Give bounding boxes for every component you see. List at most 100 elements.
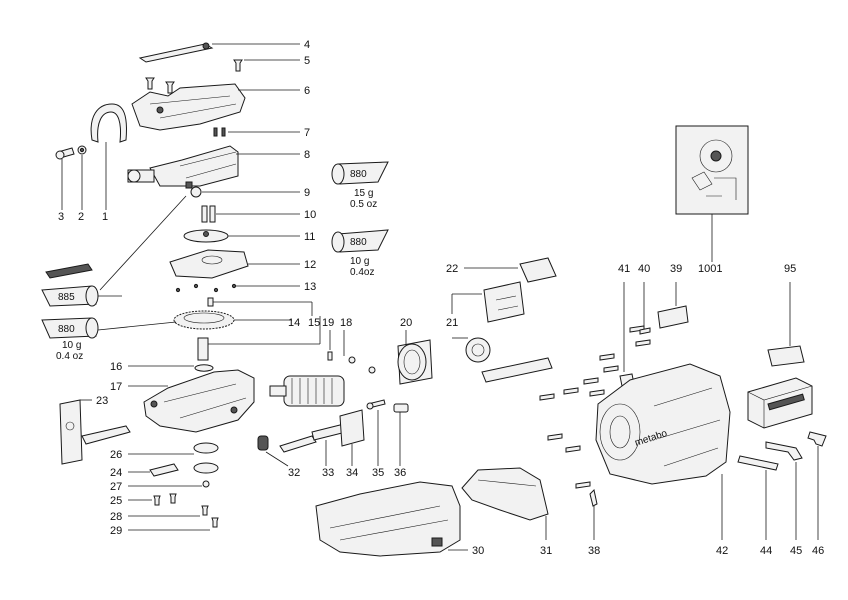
callout-1001: 1001	[698, 263, 722, 275]
callout-38: 38	[588, 545, 600, 557]
callout-26: 26	[110, 449, 122, 461]
part-4-strip	[138, 42, 214, 63]
callout-35: 35	[372, 467, 384, 479]
grease-tube-b-code: 880	[350, 237, 367, 248]
grease-tube-b-amount: 10 g	[350, 256, 369, 267]
part-29-screw	[211, 517, 219, 528]
callout-18: 18	[340, 317, 352, 329]
callout-30: 30	[472, 545, 484, 557]
callout-24: 24	[110, 467, 122, 479]
callout-45: 45	[790, 545, 802, 557]
part-28-screw	[201, 505, 209, 516]
grease-tube-c: 885	[41, 263, 122, 307]
part-33-lever	[279, 423, 347, 453]
callout-3: 3	[58, 211, 64, 223]
callout-41: 41	[618, 263, 630, 275]
callout-19: 19	[322, 317, 334, 329]
grease-tube-c-code: 885	[58, 292, 75, 303]
part-6-gear-cover	[131, 83, 246, 131]
callout-7: 7	[304, 127, 310, 139]
callout-14: 14	[288, 317, 300, 329]
part-35-screws	[366, 399, 386, 410]
callout-42: 42	[716, 545, 728, 557]
callout-36: 36	[394, 467, 406, 479]
part-12-guide-plate	[169, 249, 249, 279]
callout-17: 17	[110, 381, 122, 393]
part-30-main-housing	[315, 481, 461, 557]
part-22-trigger	[519, 257, 557, 283]
part-1-blade-clamp-lever	[90, 103, 127, 143]
part-46-clip	[807, 431, 827, 447]
part-3-bolt	[55, 147, 75, 160]
callout-25: 25	[110, 495, 122, 507]
callout-23: 23	[96, 395, 108, 407]
part-10-pins	[201, 205, 216, 223]
part-2-washer	[77, 145, 87, 155]
callout-22: 22	[446, 263, 458, 275]
grease-tube-a-code: 880	[350, 169, 367, 180]
grease-tube-d-code: 880	[58, 324, 75, 335]
part-11-cam-disc	[183, 229, 229, 243]
part-18-fan	[348, 356, 376, 374]
callout-95: 95	[784, 263, 796, 275]
grease-tube-d: 880 10 g 0.4 oz	[41, 317, 177, 362]
part-39-pad	[657, 305, 689, 329]
part-27-washer	[202, 480, 210, 488]
callout-46: 46	[812, 545, 824, 557]
grease-tube-a-amount: 15 g	[354, 188, 373, 199]
part-42-motor-housing: metabo	[595, 363, 731, 485]
part-21-switch	[465, 281, 553, 383]
part-7-pins	[213, 127, 226, 137]
callout-11: 11	[304, 231, 315, 243]
grease-tube-d-amount-alt: 0.4 oz	[56, 351, 83, 362]
callout-28: 28	[110, 511, 122, 523]
battery-pack	[747, 377, 813, 429]
callout-2: 2	[78, 211, 84, 223]
grease-tube-b-amount-alt: 0.4oz	[350, 267, 374, 278]
callout-33: 33	[322, 467, 334, 479]
part-shaft	[197, 337, 320, 361]
part-9-bearing	[185, 181, 202, 198]
callout-40: 40	[638, 263, 650, 275]
callout-39: 39	[670, 263, 682, 275]
callout-27: 27	[110, 481, 122, 493]
callout-15: 15	[308, 317, 320, 329]
part-25-screws	[153, 493, 177, 506]
part-31-housing-cover	[461, 467, 549, 521]
part-45-latch	[765, 441, 803, 461]
callout-12: 12	[304, 259, 316, 271]
callout-16: 16	[110, 361, 122, 373]
callout-10: 10	[304, 209, 316, 221]
part-17-gear-housing	[143, 369, 255, 433]
grease-tube-a-amount-alt: 0.5 oz	[350, 199, 377, 210]
part-13-small-washers	[175, 283, 237, 293]
part-44-strip	[737, 455, 779, 471]
callout-34: 34	[346, 467, 358, 479]
grease-tube-a: 880 15 g 0.5 oz	[331, 161, 389, 210]
loose-screws	[539, 325, 651, 489]
part-23-shoe	[59, 399, 131, 465]
part-5-screws	[145, 59, 243, 94]
part-34-bracket	[339, 409, 365, 447]
callout-9: 9	[304, 187, 310, 199]
callout-44: 44	[760, 545, 772, 557]
part-armature	[269, 375, 345, 407]
part-19-pin	[327, 351, 333, 361]
callout-31: 31	[540, 545, 552, 557]
part-32-spring	[257, 435, 269, 451]
callout-32: 32	[288, 467, 300, 479]
part-16-ring	[194, 364, 214, 372]
part-8-plunger-assembly	[127, 145, 239, 187]
callout-1: 1	[102, 211, 108, 223]
part-38-screw	[589, 488, 598, 507]
callout-13: 13	[304, 281, 316, 293]
part-95-pad	[767, 345, 805, 367]
callout-6: 6	[304, 85, 310, 97]
callout-20: 20	[400, 317, 412, 329]
callout-8: 8	[304, 149, 310, 161]
part-24-plate	[149, 463, 179, 477]
part-26-bearings	[193, 442, 219, 474]
part-36-clip	[393, 403, 409, 413]
callout-21: 21	[446, 317, 458, 329]
